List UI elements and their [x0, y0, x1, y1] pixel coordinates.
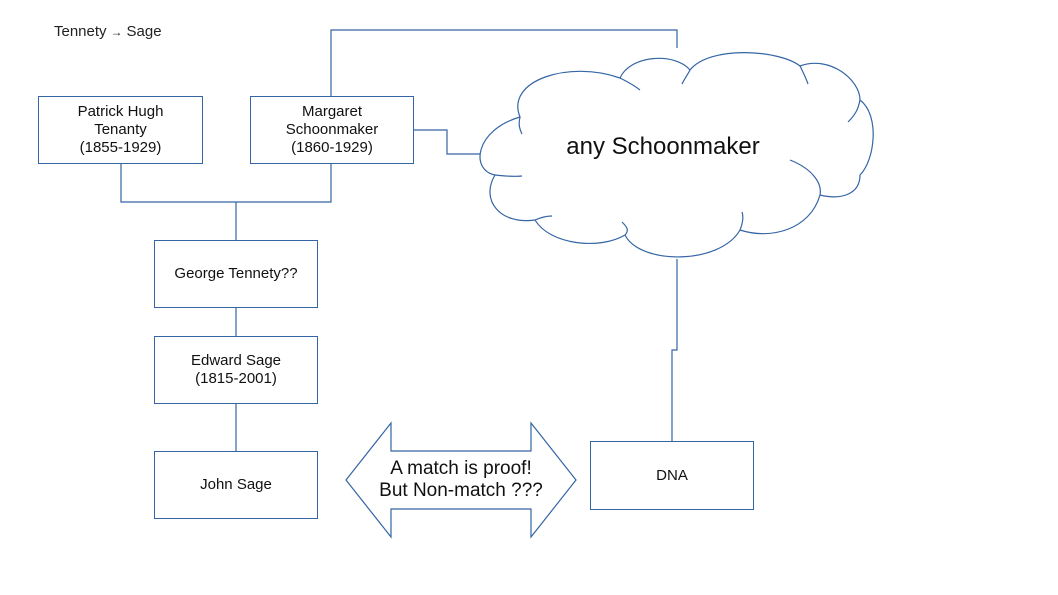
person-name-line2: Tenanty	[94, 121, 147, 138]
person-box-george[interactable]: George Tennety??	[154, 240, 318, 308]
person-dates: (1855-1929)	[79, 139, 162, 156]
person-name-line1: John Sage	[200, 476, 272, 493]
person-name-line1: Margaret	[301, 103, 363, 120]
cloud-label: any Schoonmaker	[566, 133, 760, 160]
person-dates: (1860-1929)	[291, 139, 373, 156]
dna-label: DNA	[656, 466, 688, 484]
title-from: Tennety	[54, 23, 107, 40]
cloud-shape	[479, 52, 874, 258]
person-dates: (1815-2001)	[195, 370, 277, 387]
diagram-title: Tennety→Sage	[54, 23, 162, 40]
double-arrow-shape	[345, 421, 577, 539]
right-arrow-icon: →	[110, 25, 123, 39]
person-box-edward[interactable]: Edward Sage (1815-2001)	[154, 336, 318, 404]
person-box-margaret[interactable]: Margaret Schoonmaker (1860-1929)	[250, 96, 414, 164]
person-name-line2: Schoonmaker	[285, 121, 379, 138]
arrow-label-line2: But Non-match ???	[379, 480, 543, 501]
person-name-line1: Patrick Hugh	[77, 103, 164, 120]
dna-box[interactable]: DNA	[590, 441, 754, 510]
person-box-john[interactable]: John Sage	[154, 451, 318, 519]
person-name-line1: George Tennety??	[174, 265, 298, 282]
connector-margaret-to-cloud-side	[413, 129, 481, 155]
connector-margaret-to-cloud-top	[330, 29, 678, 97]
arrow-label-line1: A match is proof!	[390, 458, 532, 479]
double-arrow-label: A match is proof! But Non-match ???	[350, 458, 572, 502]
connector-cloud-to-dna	[671, 259, 678, 441]
title-to: Sage	[126, 23, 162, 40]
connector-patrick-to-couple	[120, 163, 332, 203]
person-name-line1: Edward Sage	[190, 352, 282, 369]
person-box-patrick[interactable]: Patrick Hugh Tenanty (1855-1929)	[38, 96, 203, 164]
